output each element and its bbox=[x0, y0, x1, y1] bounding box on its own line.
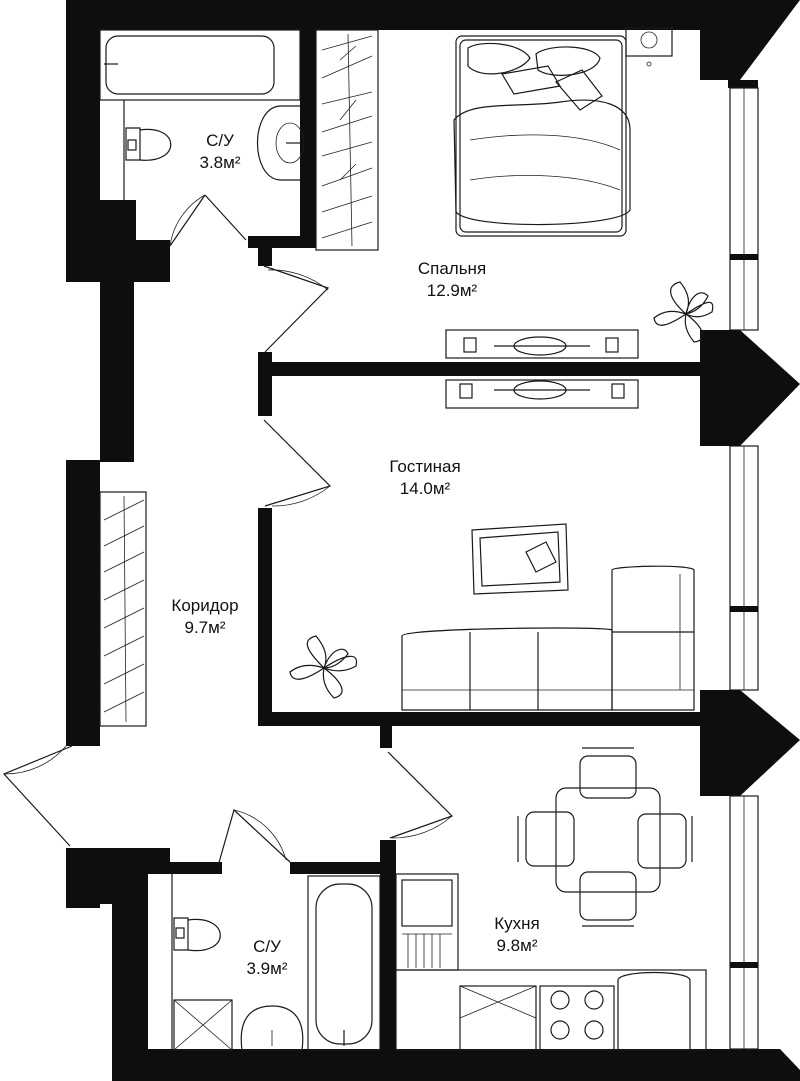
bedroom-furniture bbox=[453, 27, 673, 237]
room-label-bathroom2: С/У 3.9м² bbox=[222, 936, 312, 980]
plant-bedroom bbox=[653, 281, 714, 343]
room-label-kitchen: Кухня 9.8м² bbox=[472, 913, 562, 957]
room-area: 9.7м² bbox=[184, 618, 226, 637]
wardrobe-bedroom bbox=[315, 29, 379, 251]
doors bbox=[2, 194, 454, 867]
room-name: Гостиная bbox=[389, 457, 461, 476]
bathroom2-fixtures bbox=[171, 874, 381, 1051]
wardrobe-corridor bbox=[99, 491, 147, 727]
walls bbox=[66, 0, 800, 1081]
kitchen-furniture bbox=[395, 747, 707, 1051]
room-area: 3.8м² bbox=[199, 153, 241, 172]
bathroom1-fixtures bbox=[99, 29, 305, 200]
room-name: Кухня bbox=[494, 914, 540, 933]
plant-living bbox=[289, 635, 358, 699]
room-area: 14.0м² bbox=[399, 479, 451, 498]
room-area: 9.8м² bbox=[496, 936, 538, 955]
room-label-bathroom1: С/У 3.8м² bbox=[172, 130, 268, 174]
room-area: 3.9м² bbox=[246, 959, 288, 978]
room-area: 12.9м² bbox=[426, 281, 478, 300]
room-label-corridor: Коридор 9.7м² bbox=[150, 595, 260, 639]
room-name: С/У bbox=[253, 937, 281, 956]
windows bbox=[729, 87, 759, 1050]
room-name: Спальня bbox=[417, 259, 487, 278]
tv-units bbox=[445, 329, 639, 409]
room-name: С/У bbox=[206, 131, 234, 150]
room-label-living: Гостиная 14.0м² bbox=[360, 456, 490, 500]
living-furniture bbox=[401, 523, 695, 711]
room-label-bedroom: Спальня 12.9м² bbox=[390, 258, 514, 302]
room-name: Коридор bbox=[171, 596, 239, 615]
